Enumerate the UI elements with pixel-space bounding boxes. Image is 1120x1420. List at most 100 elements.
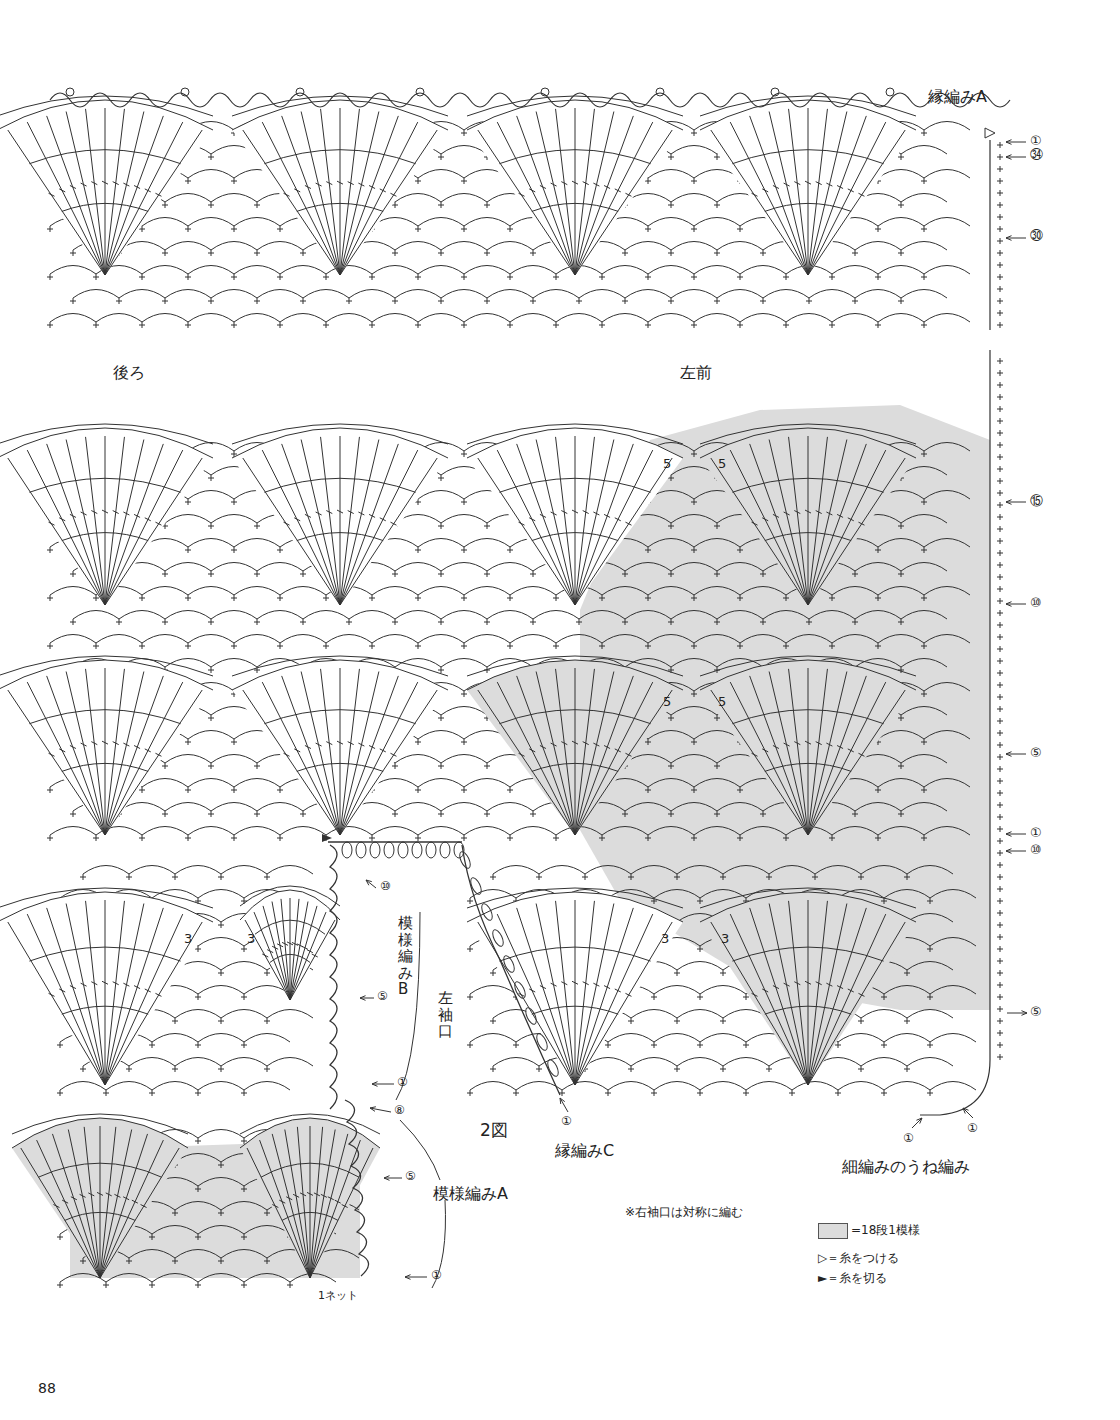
chain-loop — [464, 266, 510, 275]
single-crochet — [737, 547, 743, 553]
chain-loop — [165, 755, 211, 764]
treble-bar — [625, 193, 631, 196]
treble-bar — [279, 1200, 285, 1203]
single-crochet — [691, 595, 697, 601]
chain-loop — [625, 290, 671, 299]
edging-loop — [524, 1006, 539, 1026]
chain-loop — [832, 587, 878, 596]
treble-bar — [540, 746, 546, 749]
treble-bar — [145, 189, 151, 192]
cut-yarn-mark — [322, 834, 332, 842]
treble-stitch — [27, 122, 105, 275]
fan-ground — [232, 428, 448, 605]
treble-bar — [305, 186, 311, 189]
single-crochet — [875, 595, 881, 601]
single-crochet — [651, 994, 657, 1000]
single-crochet — [997, 742, 1003, 748]
fan-arc — [532, 1006, 618, 1014]
single-crochet — [997, 454, 1003, 460]
chain-loop — [924, 683, 970, 692]
single-crochet — [461, 274, 467, 280]
single-crochet — [507, 595, 513, 601]
single-crochet — [277, 274, 283, 280]
treble-stitch — [789, 669, 808, 835]
treble-bar — [540, 186, 546, 189]
chain-loop — [924, 314, 970, 323]
treble-bar — [805, 510, 811, 513]
chain-loop — [648, 170, 694, 179]
single-crochet — [415, 547, 421, 553]
treble-bar — [134, 186, 140, 189]
single-crochet — [743, 994, 749, 1000]
single-crochet — [208, 619, 214, 625]
single-crochet — [622, 619, 628, 625]
treble-bar — [826, 183, 832, 186]
single-crochet — [93, 595, 99, 601]
fan-arc — [467, 656, 683, 676]
fan-edge — [467, 428, 683, 458]
single-crochet — [323, 643, 329, 649]
chain-loop — [878, 587, 924, 596]
single-crochet — [484, 298, 490, 304]
chain-loop — [832, 314, 878, 323]
treble-bar — [277, 944, 283, 947]
single-crochet — [668, 154, 674, 160]
chain-loop — [188, 635, 234, 644]
chain-loop — [792, 1082, 838, 1091]
single-crochet — [47, 787, 53, 793]
cuff-edge — [345, 1100, 369, 1276]
single-crochet — [208, 571, 214, 577]
treble-stitch — [100, 1134, 148, 1278]
treble-stitch — [808, 130, 905, 275]
single-crochet — [997, 526, 1003, 532]
single-crochet — [997, 622, 1003, 628]
treble-stitch — [27, 682, 105, 835]
chain-loop — [257, 242, 303, 251]
single-crochet — [116, 619, 122, 625]
treble-stitch — [769, 112, 808, 275]
treble-bar — [141, 1205, 147, 1208]
treble-stitch — [68, 1130, 100, 1278]
single-crochet — [484, 811, 490, 817]
chain-loop — [50, 827, 96, 836]
fan-ground — [700, 428, 916, 605]
fan-arc — [240, 886, 340, 906]
single-crochet — [760, 298, 766, 304]
chain-loop — [395, 755, 441, 764]
chain-loop — [152, 1082, 198, 1091]
treble-bar — [837, 514, 843, 517]
chain-loop — [510, 314, 556, 323]
chain-loop — [700, 986, 746, 995]
chain-loop — [188, 779, 234, 788]
treble-stitch — [808, 914, 886, 1085]
treble-stitch — [536, 904, 575, 1085]
single-crochet — [231, 787, 237, 793]
chain-loop — [165, 659, 211, 668]
single-crochet — [139, 322, 145, 328]
single-crochet — [997, 370, 1003, 376]
chain-loop — [50, 587, 96, 596]
fan-arc — [62, 203, 148, 211]
chain-loop — [855, 563, 901, 572]
single-crochet — [277, 322, 283, 328]
single-crochet — [997, 586, 1003, 592]
treble-stitch — [47, 116, 105, 275]
single-crochet — [858, 1018, 864, 1024]
chain-loop — [106, 1082, 152, 1091]
treble-stitch — [808, 436, 809, 605]
treble-stitch — [27, 914, 105, 1085]
treble-stitch — [497, 450, 575, 605]
fan-arc — [270, 954, 310, 962]
treble-stitch — [575, 450, 653, 605]
edging-loop — [412, 842, 422, 858]
chain-loop — [884, 1082, 930, 1091]
single-crochet — [997, 166, 1003, 172]
single-crochet — [766, 874, 772, 880]
edging-loop — [342, 842, 352, 858]
chain-loop — [280, 635, 326, 644]
single-crochet — [898, 250, 904, 256]
fan-arc — [499, 947, 650, 961]
treble-stitch — [282, 116, 340, 275]
single-crochet — [461, 547, 467, 553]
treble-bar — [837, 186, 843, 189]
